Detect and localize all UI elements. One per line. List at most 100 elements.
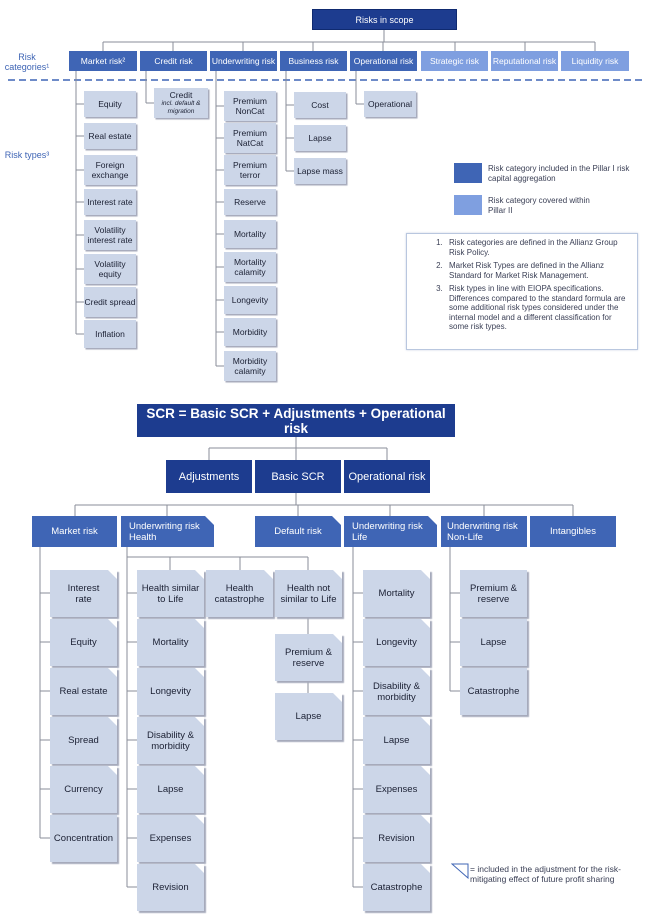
type-credit-spread: Credit spread bbox=[84, 287, 136, 317]
leaf-health-lapse: Lapse bbox=[137, 766, 204, 813]
scr-formula-box: SCR = Basic SCR + Adjustments + Operatio… bbox=[137, 404, 455, 437]
adjustment-marker-icon bbox=[195, 668, 204, 677]
leaf-health-longevity: Longevity bbox=[137, 668, 204, 715]
leaf-health-catastrophe: Health catastrophe bbox=[206, 570, 273, 617]
side-label-risk-categories: Risk categories¹ bbox=[4, 52, 50, 72]
footnote-2: Market Risk Types are defined in the All… bbox=[445, 261, 629, 280]
side-label-risk-types: Risk types³ bbox=[4, 150, 50, 160]
type-premium-terror: Premium terror bbox=[224, 155, 276, 185]
legend-swatch-pillar-two bbox=[454, 195, 482, 215]
type-premium-natcat: Premium NatCat bbox=[224, 123, 276, 153]
module-underwriting-health: Underwriting risk Health bbox=[121, 516, 214, 547]
leaf-life-revision: Revision bbox=[363, 815, 430, 862]
type-volatility-interest-rate: Volatility interest rate bbox=[84, 220, 136, 250]
category-business-risk: Business risk bbox=[280, 51, 347, 71]
type-cost: Cost bbox=[294, 92, 346, 118]
leaf-life-disability-morbidity: Disability & morbidity bbox=[363, 668, 430, 715]
leaf-life-lapse: Lapse bbox=[363, 717, 430, 764]
footnotes-box: Risk categories are defined in the Allia… bbox=[406, 233, 638, 350]
adjustment-marker-icon bbox=[195, 570, 204, 579]
type-real-estate: Real estate bbox=[84, 123, 136, 149]
type-longevity: Longevity bbox=[224, 286, 276, 314]
adjustment-marker-icon bbox=[195, 619, 204, 628]
adjustment-marker-icon bbox=[108, 717, 117, 726]
adjustment-marker-icon bbox=[421, 570, 430, 579]
adjustment-marker-icon bbox=[421, 864, 430, 873]
adjustment-marker-icon bbox=[195, 864, 204, 873]
module-underwriting-nonlife: Underwriting risk Non-Life bbox=[441, 516, 527, 547]
leaf-nsl-lapse: Lapse bbox=[275, 693, 342, 740]
type-lapse: Lapse bbox=[294, 125, 346, 151]
leaf-life-catastrophe: Catastrophe bbox=[363, 864, 430, 911]
adjustments-box: Adjustments bbox=[166, 460, 252, 493]
leaf-health-revision: Revision bbox=[137, 864, 204, 911]
category-market-risk: Market risk² bbox=[69, 51, 137, 71]
adjustment-marker-icon bbox=[264, 570, 273, 579]
adjustment-marker-icon bbox=[108, 766, 117, 775]
leaf-health-similar-to-life: Health similar to Life bbox=[137, 570, 204, 617]
type-inflation: Inflation bbox=[84, 320, 136, 348]
type-morbidity: Morbidity bbox=[224, 318, 276, 346]
leaf-interest-rate: Interest rate bbox=[50, 570, 117, 617]
type-reserve: Reserve bbox=[224, 189, 276, 215]
legend-swatch-pillar-one bbox=[454, 163, 482, 183]
adjustment-marker-icon bbox=[421, 668, 430, 677]
category-underwriting-risk: Underwriting risk bbox=[210, 51, 277, 71]
operational-risk-box: Operational risk bbox=[344, 460, 430, 493]
adjustment-marker-icon bbox=[108, 668, 117, 677]
category-reputational-risk: Reputational risk bbox=[491, 51, 558, 71]
risks-in-scope-box: Risks in scope bbox=[312, 9, 457, 30]
adjustment-marker-icon bbox=[205, 516, 214, 525]
adjustment-marker-icon bbox=[333, 570, 342, 579]
footnote-1: Risk categories are defined in the Allia… bbox=[445, 238, 629, 257]
category-credit-risk: Credit risk bbox=[140, 51, 207, 71]
footnote-3: Risk types in line with EIOPA specificat… bbox=[445, 284, 629, 332]
leaf-life-mortality: Mortality bbox=[363, 570, 430, 617]
leaf-life-longevity: Longevity bbox=[363, 619, 430, 666]
legend-adjustment-text: = included in the adjustment for the ris… bbox=[470, 864, 621, 884]
leaf-health-not-similar-to-life: Health not similar to Life bbox=[275, 570, 342, 617]
leaf-concentration: Concentration bbox=[50, 815, 117, 862]
adjustment-marker-icon bbox=[333, 693, 342, 702]
type-equity: Equity bbox=[84, 91, 136, 117]
leaf-nonlife-premium-reserve: Premium & reserve bbox=[460, 570, 527, 617]
adjustment-marker-legend-icon bbox=[451, 863, 469, 879]
adjustment-marker-icon bbox=[195, 815, 204, 824]
adjustment-marker-icon bbox=[428, 516, 437, 525]
leaf-health-expenses: Expenses bbox=[137, 815, 204, 862]
leaf-spread: Spread bbox=[50, 717, 117, 764]
adjustment-marker-icon bbox=[421, 815, 430, 824]
type-mortality-calamity: Mortality calamity bbox=[224, 252, 276, 282]
adjustment-marker-icon bbox=[195, 766, 204, 775]
leaf-equity: Equity bbox=[50, 619, 117, 666]
category-liquidity-risk: Liquidity risk bbox=[561, 51, 629, 71]
module-intangibles: Intangibles bbox=[530, 516, 616, 547]
leaf-nonlife-catastrophe: Catastrophe bbox=[460, 668, 527, 715]
type-premium-noncat: Premium NonCat bbox=[224, 91, 276, 121]
legend-text-pillar-two: Risk category covered within Pillar II bbox=[488, 196, 590, 215]
leaf-nsl-premium-reserve: Premium & reserve bbox=[275, 634, 342, 681]
leaf-real-estate: Real estate bbox=[50, 668, 117, 715]
adjustment-marker-icon bbox=[108, 619, 117, 628]
category-strategic-risk: Strategic risk bbox=[421, 51, 488, 71]
basic-scr-box: Basic SCR bbox=[255, 460, 341, 493]
type-morbidity-calamity: Morbidity calamity bbox=[224, 351, 276, 381]
type-lapse-mass: Lapse mass bbox=[294, 158, 346, 184]
leaf-health-mortality: Mortality bbox=[137, 619, 204, 666]
leaf-life-expenses: Expenses bbox=[363, 766, 430, 813]
module-market-risk: Market risk bbox=[32, 516, 117, 547]
type-mortality: Mortality bbox=[224, 220, 276, 248]
adjustment-marker-icon bbox=[421, 766, 430, 775]
module-underwriting-life: Underwriting risk Life bbox=[344, 516, 437, 547]
leaf-nonlife-lapse: Lapse bbox=[460, 619, 527, 666]
module-default-risk: Default risk bbox=[255, 516, 341, 547]
leaf-currency: Currency bbox=[50, 766, 117, 813]
type-interest-rate: Interest rate bbox=[84, 189, 136, 215]
leaf-health-disability-morbidity: Disability & morbidity bbox=[137, 717, 204, 764]
adjustment-marker-icon bbox=[195, 717, 204, 726]
adjustment-marker-icon bbox=[421, 619, 430, 628]
type-foreign-exchange: Foreign exchange bbox=[84, 155, 136, 185]
